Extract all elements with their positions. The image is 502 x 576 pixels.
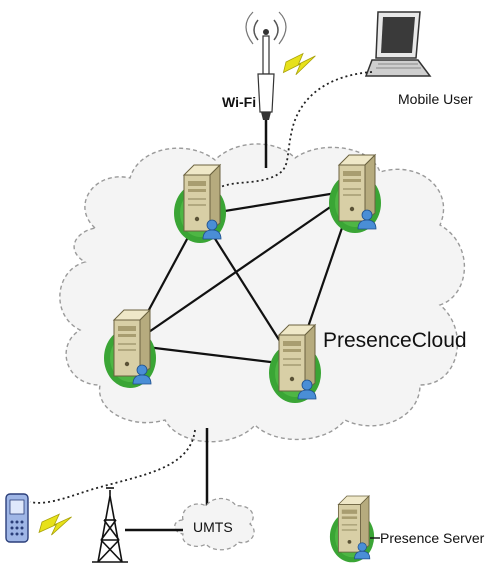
umts-dotted-path <box>29 429 196 504</box>
umts-lightning-icon <box>36 512 74 537</box>
cloud-name-label: PresenceCloud <box>323 329 467 352</box>
mobile-user-label: Mobile User <box>398 91 473 107</box>
wifi-label: Wi-Fi <box>222 94 256 110</box>
cell-tower-icon <box>92 487 128 563</box>
mobile-user-path <box>214 71 373 191</box>
umts-cloud-shape <box>174 497 255 551</box>
legend-presence-server-label: Presence Server <box>380 530 485 546</box>
presence-cloud-shape <box>59 143 466 443</box>
legend-presence-server-icon <box>329 495 375 563</box>
wifi-lightning-icon <box>280 51 319 77</box>
wifi-antenna-icon <box>245 11 287 120</box>
laptop-icon <box>364 11 432 77</box>
umts-label: UMTS <box>193 519 233 535</box>
mobile-phone-icon <box>5 493 29 543</box>
